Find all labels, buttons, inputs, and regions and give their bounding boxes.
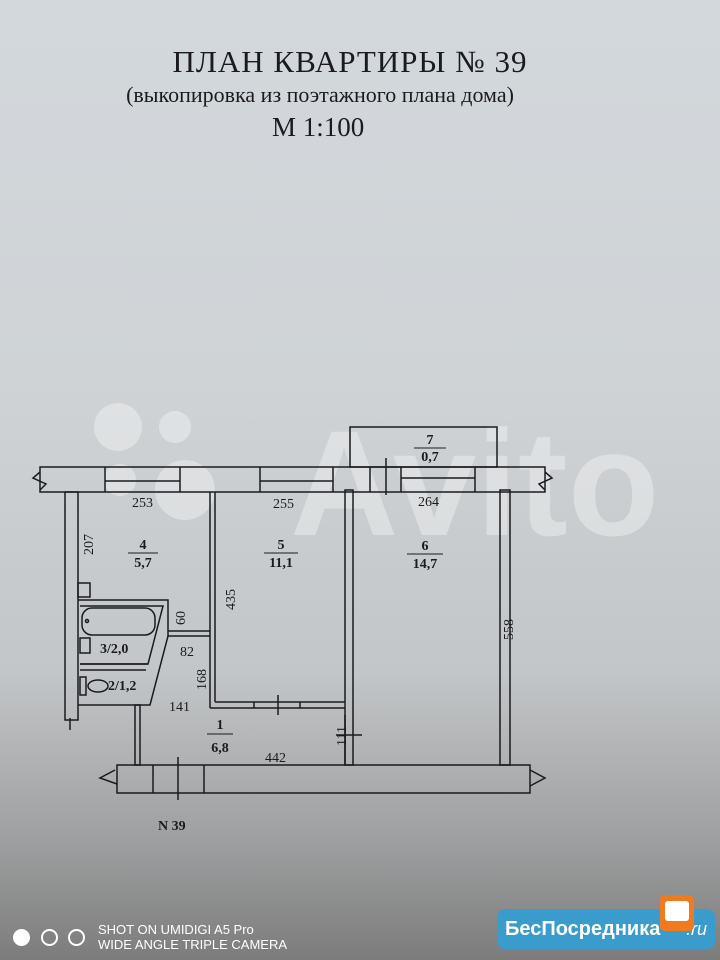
plan-labels: 253 255 264 207 435 60 82 168 141 442 11… [82,433,517,834]
dim-207: 207 [82,534,97,555]
room-2-label: 2/1,2 [108,679,136,694]
toilet-icon [87,679,109,693]
walls [31,426,554,800]
avito-watermark: Avito [94,399,659,567]
dim-168: 168 [195,669,210,690]
mascot-icon [660,895,694,931]
camera-dot-icon [41,929,58,946]
dim-82: 82 [180,645,194,660]
room-5-area: 11,1 [269,556,293,571]
dim-255: 255 [273,497,294,512]
dim-60: 60 [174,611,189,625]
bottom-wall [116,764,531,794]
room-6-area: 14,7 [413,557,438,572]
room-1-number: 1 [217,718,224,733]
room-7-area: 0,7 [421,450,439,465]
room-6-number: 6 [422,539,429,554]
camera-line-1: SHOT ON UMIDIGI A5 Pro [98,922,254,937]
plan-subtitle: (выкопировка из поэтажного плана дома) [126,82,514,107]
apartment-label: N 39 [158,819,186,834]
balcony [349,426,498,468]
brand-text: БесПосредника [505,918,661,940]
dim-442: 442 [265,751,286,766]
room-5-number: 5 [278,538,285,553]
top-wall [39,466,546,493]
room-1-area: 6,8 [211,741,229,756]
camera-dot-filled-icon [13,929,30,946]
room-3-label: 3/2,0 [100,642,128,657]
dim-141: 141 [169,700,190,715]
dim-558: 558 [502,619,517,640]
dim-253: 253 [132,496,153,511]
camera-line-2: WIDE ANGLE TRIPLE CAMERA [98,937,288,952]
plan-title: ПЛАН КВАРТИРЫ № 39 [172,44,528,79]
left-wall [64,491,79,721]
bathtub-icon [81,607,156,636]
room-7-number: 7 [427,433,434,448]
dim-111: 111 [335,726,350,746]
plan-scale: М 1:100 [272,112,365,142]
camera-watermark: SHOT ON UMIDIGI A5 Pro WIDE ANGLE TRIPLE… [98,922,287,952]
room-4-number: 4 [140,538,147,553]
camera-dot-icon [68,929,85,946]
room-4-area: 5,7 [134,556,152,571]
dim-435: 435 [224,589,239,610]
dim-264: 264 [418,495,439,510]
